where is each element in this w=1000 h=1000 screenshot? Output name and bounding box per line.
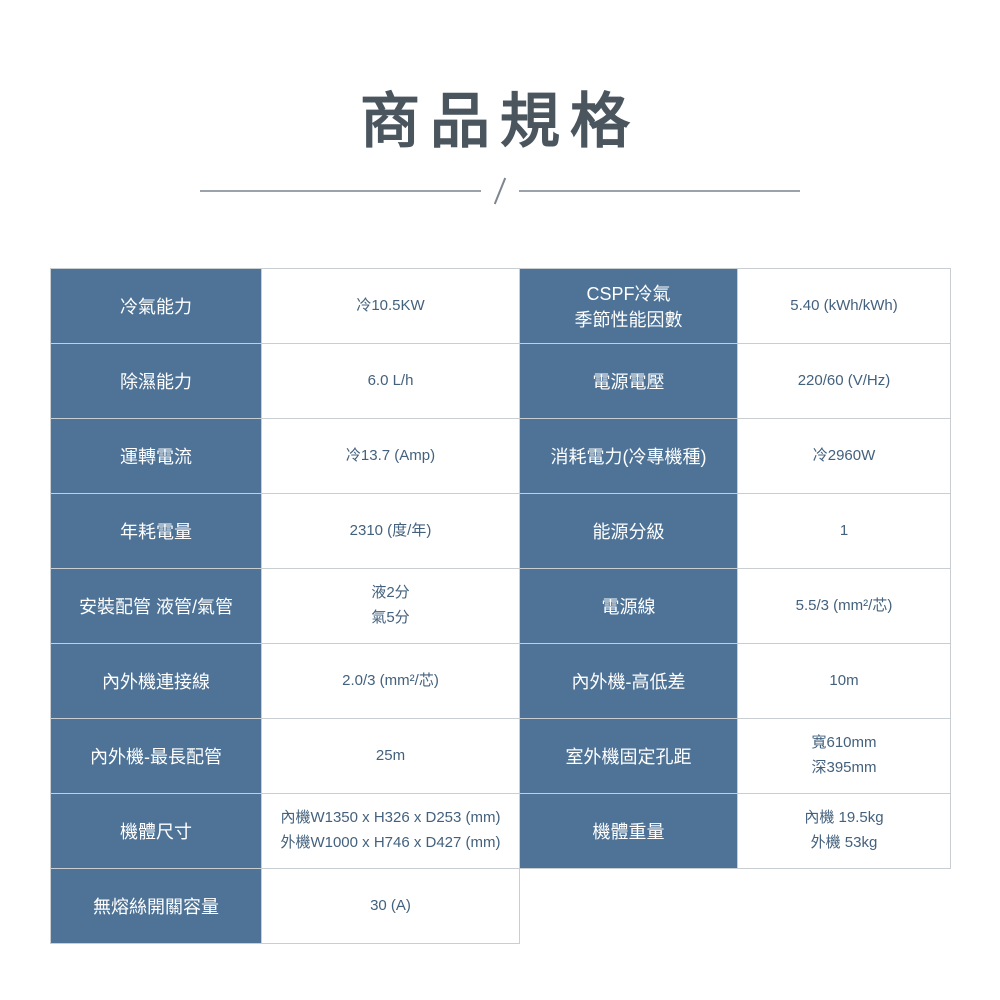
- spec-label: 電源線: [519, 568, 738, 644]
- title-divider: [200, 174, 800, 208]
- spec-label: CSPF冷氣 季節性能因數: [519, 268, 738, 344]
- spec-value: 220/60 (V/Hz): [737, 343, 951, 419]
- spec-label: 室外機固定孔距: [519, 718, 738, 794]
- spec-value: 5.40 (kWh/kWh): [737, 268, 951, 344]
- spec-value: 液2分 氣5分: [261, 568, 520, 644]
- spec-value: 冷10.5KW: [261, 268, 520, 344]
- table-row: 無熔絲開關容量 30 (A): [50, 868, 951, 944]
- page-title: 商品規格: [360, 88, 640, 155]
- spec-label: 電源電壓: [519, 343, 738, 419]
- spec-value: 30 (A): [261, 868, 520, 944]
- spec-label: 機體重量: [519, 793, 738, 869]
- slash-icon: [493, 177, 507, 205]
- spec-value: 25m: [261, 718, 520, 794]
- table-row: 內外機-最長配管 25m 室外機固定孔距 寬610mm 深395mm: [50, 718, 951, 794]
- spec-label: 機體尺寸: [50, 793, 262, 869]
- table-row: 內外機連接線 2.0/3 (mm²/芯) 內外機-高低差 10m: [50, 643, 951, 719]
- spec-label: 內外機連接線: [50, 643, 262, 719]
- divider-line-right: [519, 190, 800, 192]
- divider-line-left: [200, 190, 481, 192]
- spec-label: 年耗電量: [50, 493, 262, 569]
- spec-label: 內外機-最長配管: [50, 718, 262, 794]
- spec-value: 2310 (度/年): [261, 493, 520, 569]
- spec-value: 冷2960W: [737, 418, 951, 494]
- spec-label: 消耗電力(冷專機種): [519, 418, 738, 494]
- table-row: 運轉電流 冷13.7 (Amp) 消耗電力(冷專機種) 冷2960W: [50, 418, 951, 494]
- spec-label: 內外機-高低差: [519, 643, 738, 719]
- spec-value: 冷13.7 (Amp): [261, 418, 520, 494]
- table-row: 機體尺寸 內機W1350 x H326 x D253 (mm) 外機W1000 …: [50, 793, 951, 869]
- spec-value: 1: [737, 493, 951, 569]
- spec-value: 內機 19.5kg 外機 53kg: [737, 793, 951, 869]
- spec-value: 內機W1350 x H326 x D253 (mm) 外機W1000 x H74…: [261, 793, 520, 869]
- spec-label: 無熔絲開關容量: [50, 868, 262, 944]
- spec-value: 10m: [737, 643, 951, 719]
- table-row: 安裝配管 液管/氣管 液2分 氣5分 電源線 5.5/3 (mm²/芯): [50, 568, 951, 644]
- spec-label: 安裝配管 液管/氣管: [50, 568, 262, 644]
- spec-value: 6.0 L/h: [261, 343, 520, 419]
- table-row: 年耗電量 2310 (度/年) 能源分級 1: [50, 493, 951, 569]
- header: 商品規格: [0, 0, 1000, 208]
- spec-label: 運轉電流: [50, 418, 262, 494]
- spec-label: 除濕能力: [50, 343, 262, 419]
- spec-label: 能源分級: [519, 493, 738, 569]
- table-row: 除濕能力 6.0 L/h 電源電壓 220/60 (V/Hz): [50, 343, 951, 419]
- table-row: 冷氣能力 冷10.5KW CSPF冷氣 季節性能因數 5.40 (kWh/kWh…: [50, 268, 951, 344]
- spec-table: 冷氣能力 冷10.5KW CSPF冷氣 季節性能因數 5.40 (kWh/kWh…: [50, 268, 951, 944]
- spec-label: 冷氣能力: [50, 268, 262, 344]
- spec-value: 5.5/3 (mm²/芯): [737, 568, 951, 644]
- spec-value: 寬610mm 深395mm: [737, 718, 951, 794]
- spec-value: 2.0/3 (mm²/芯): [261, 643, 520, 719]
